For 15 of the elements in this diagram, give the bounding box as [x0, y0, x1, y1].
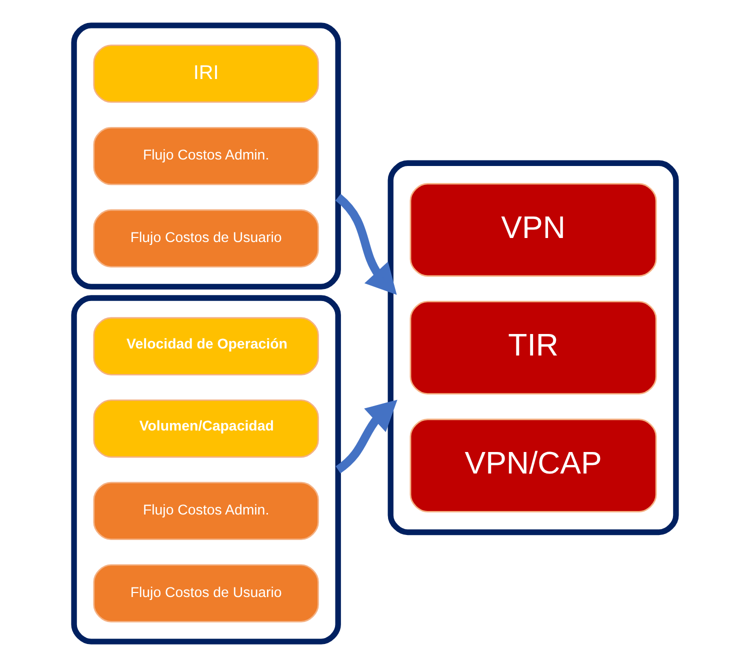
node-box: Flujo Costos de Usuario — [93, 564, 319, 622]
node-box: VPN — [410, 183, 657, 277]
cluster — [388, 160, 679, 536]
node-box: TIR — [410, 300, 657, 395]
cluster — [71, 22, 341, 290]
node-box: Flujo Costos Admin. — [93, 126, 319, 186]
node-box: Volumen/Capacidad — [93, 400, 319, 458]
arrow — [336, 400, 398, 474]
node-box: IRI — [93, 44, 319, 103]
node-box: Flujo Costos de Usuario — [93, 209, 319, 268]
arrow — [335, 194, 397, 295]
cluster — [71, 295, 341, 644]
node-box: VPN/CAP — [410, 418, 657, 512]
node-box: Velocidad de Operación — [93, 317, 319, 376]
node-box: Flujo Costos Admin. — [93, 482, 319, 540]
